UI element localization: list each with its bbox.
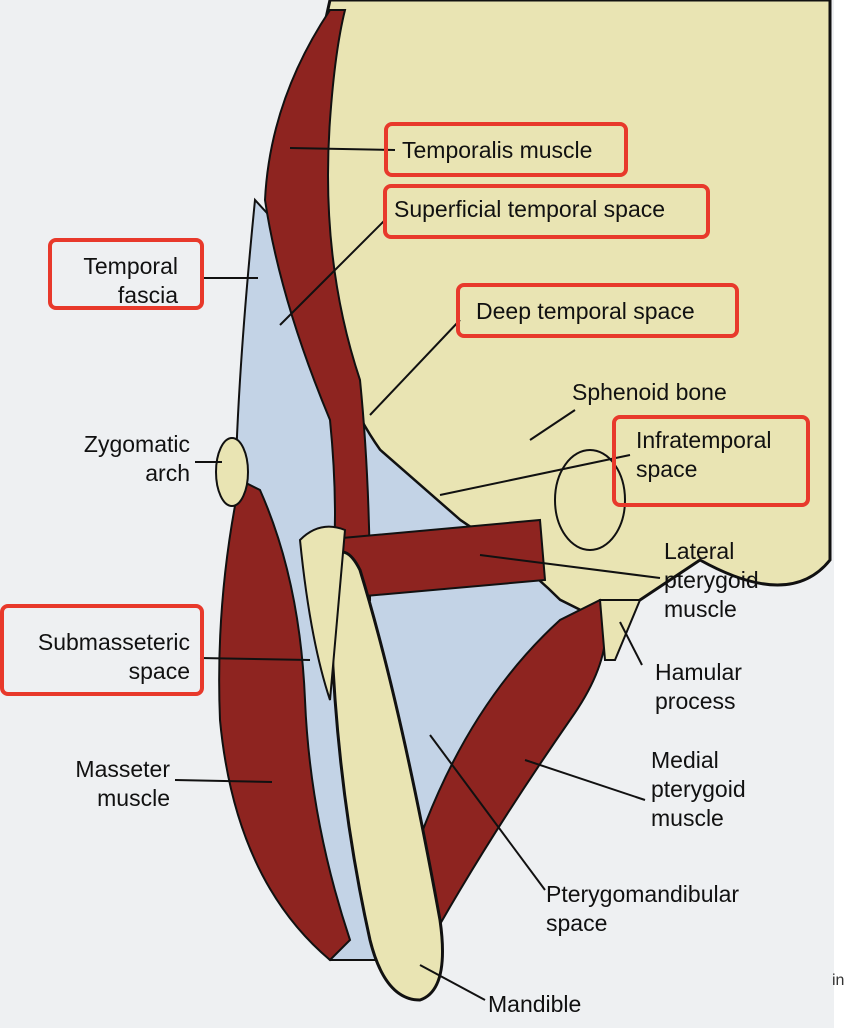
label-temporal-fascia: Temporal fascia [62,252,178,310]
label-mandible: Mandible [488,991,582,1017]
highlight-box [612,415,810,507]
label-line: muscle [97,785,170,811]
sphenoid-process [554,449,626,551]
coronoid-process [298,525,347,701]
highlight-box [0,604,204,696]
label-line: pterygoid [664,567,759,593]
hamular-process [598,599,642,661]
label-line: space [546,910,608,936]
label-submasseteric-space: Submasseteric space [10,628,190,686]
highlight-box [48,238,204,310]
page-edge-text: in [832,972,845,989]
medial-pterygoid-muscle [398,598,607,963]
label-hamular-process: Hamular process [655,658,742,716]
label-line: Lateral [664,538,735,564]
label-zygomatic-arch: Zygomatic arch [60,430,190,488]
label-line: arch [145,460,190,486]
label-line: pterygoid [651,776,746,802]
leader-lines [174,147,661,1001]
label-medial-pterygoid-muscle: Medial pterygoid muscle [651,746,746,833]
label-line: fascia [117,282,178,308]
label-pterygomandibular-space: Pterygomandibular space [546,880,739,938]
label-line: Hamular [655,659,742,685]
label-temporalis-muscle: Temporalis muscle [402,137,593,163]
label-masseter-muscle: Masseter muscle [40,755,170,813]
label-line: Pterygomandibular [546,881,740,907]
label-superficial-temporal-space: Superficial temporal space [394,196,666,222]
highlight-box [383,184,710,239]
label-line: space [636,456,698,482]
label-line: Masseter [75,756,170,782]
label-lateral-pterygoid-muscle: Lateral pterygoid muscle [664,537,759,624]
label-line: process [655,688,736,714]
label-deep-temporal-space: Deep temporal space [476,298,695,324]
label-infratemporal-space: Infratemporal space [636,426,772,484]
label-line: Infratemporal [636,427,772,453]
label-sphenoid-bone: Sphenoid bone [572,379,727,405]
zygomatic-arch [215,437,249,507]
highlight-box [456,283,739,338]
label-line: muscle [664,596,737,622]
label-line: Submasseteric [37,629,190,655]
label-line: Temporal [83,253,178,279]
mandible [328,550,444,1002]
highlight-box [384,122,628,177]
label-line: space [128,658,190,684]
page-edge [834,0,846,1028]
label-line: Zygomatic [83,431,190,457]
label-line: Medial [651,747,719,773]
masseter-muscle [218,478,352,962]
label-line: muscle [651,805,724,831]
